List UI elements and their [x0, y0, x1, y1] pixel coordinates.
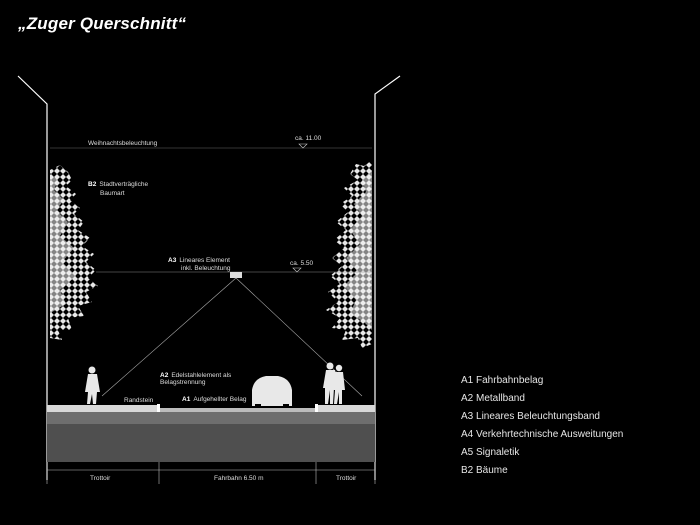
tree-right: [326, 160, 372, 348]
road-surface: [159, 408, 316, 413]
weihnacht-label: Weihnachtsbeleuchtung: [88, 140, 158, 147]
a3-line1: Lineares Element: [179, 257, 230, 264]
a3-label-line2: inkl. Beleuchtung: [181, 265, 231, 272]
metal-band-left: [157, 404, 160, 414]
metal-band-right: [315, 404, 318, 414]
trottoir-left-label: Trottoir: [90, 475, 111, 482]
light-element: [230, 272, 242, 278]
a1-code: A1: [182, 396, 191, 403]
a2-line1: Edelstahlelement als: [171, 372, 232, 379]
subbase-layer: [47, 412, 375, 424]
pedestrians-right: [323, 362, 345, 404]
a2-label-line2: Belagstrennung: [160, 379, 206, 386]
height-top-label: ca. 11.00: [295, 135, 322, 142]
foundation-layer: [47, 424, 375, 462]
building-wall-left: [17, 75, 48, 480]
light-cone-left: [101, 277, 237, 397]
legend-item-a5: A5 Signaletik: [461, 447, 520, 458]
b2-code: B2: [88, 181, 97, 188]
legend-item-b2: B2 Bäume: [461, 465, 508, 476]
legend-item-a4: A4 Verkehrtechnische Ausweitungen: [461, 429, 624, 440]
legend-item-a3: A3 Lineares Beleuchtungsband: [461, 411, 600, 422]
trottoir-right-label: Trottoir: [336, 475, 357, 482]
legend-item-a2: A2 Metallband: [461, 393, 525, 404]
legend: A1 Fahrbahnbelag A2 Metallband A3 Linear…: [461, 372, 623, 480]
building-wall-right: [374, 75, 401, 480]
tree-left: [50, 165, 98, 340]
car: [252, 376, 292, 407]
a2-code: A2: [160, 372, 169, 379]
height-mid-marker: [292, 267, 302, 273]
sidewalk-right-surface: [316, 405, 375, 412]
height-top-marker: [298, 143, 308, 149]
a1-text: Aufgehellter Belag: [193, 396, 247, 403]
sidewalk-left-surface: [47, 405, 159, 412]
fahrbahn-label: Fahrbahn 6.50 m: [214, 475, 264, 482]
randstein-label: Randstein: [124, 397, 154, 404]
pedestrian-left: [85, 366, 100, 404]
b2-line1: Stadtverträgliche: [99, 181, 148, 188]
height-mid-label: ca. 5.50: [290, 260, 314, 267]
page-title: „Zuger Querschnitt“: [18, 14, 187, 33]
legend-item-a1: A1 Fahrbahnbelag: [461, 375, 544, 386]
a3-code: A3: [168, 257, 177, 264]
b2-label-line2: Baumart: [100, 190, 125, 197]
